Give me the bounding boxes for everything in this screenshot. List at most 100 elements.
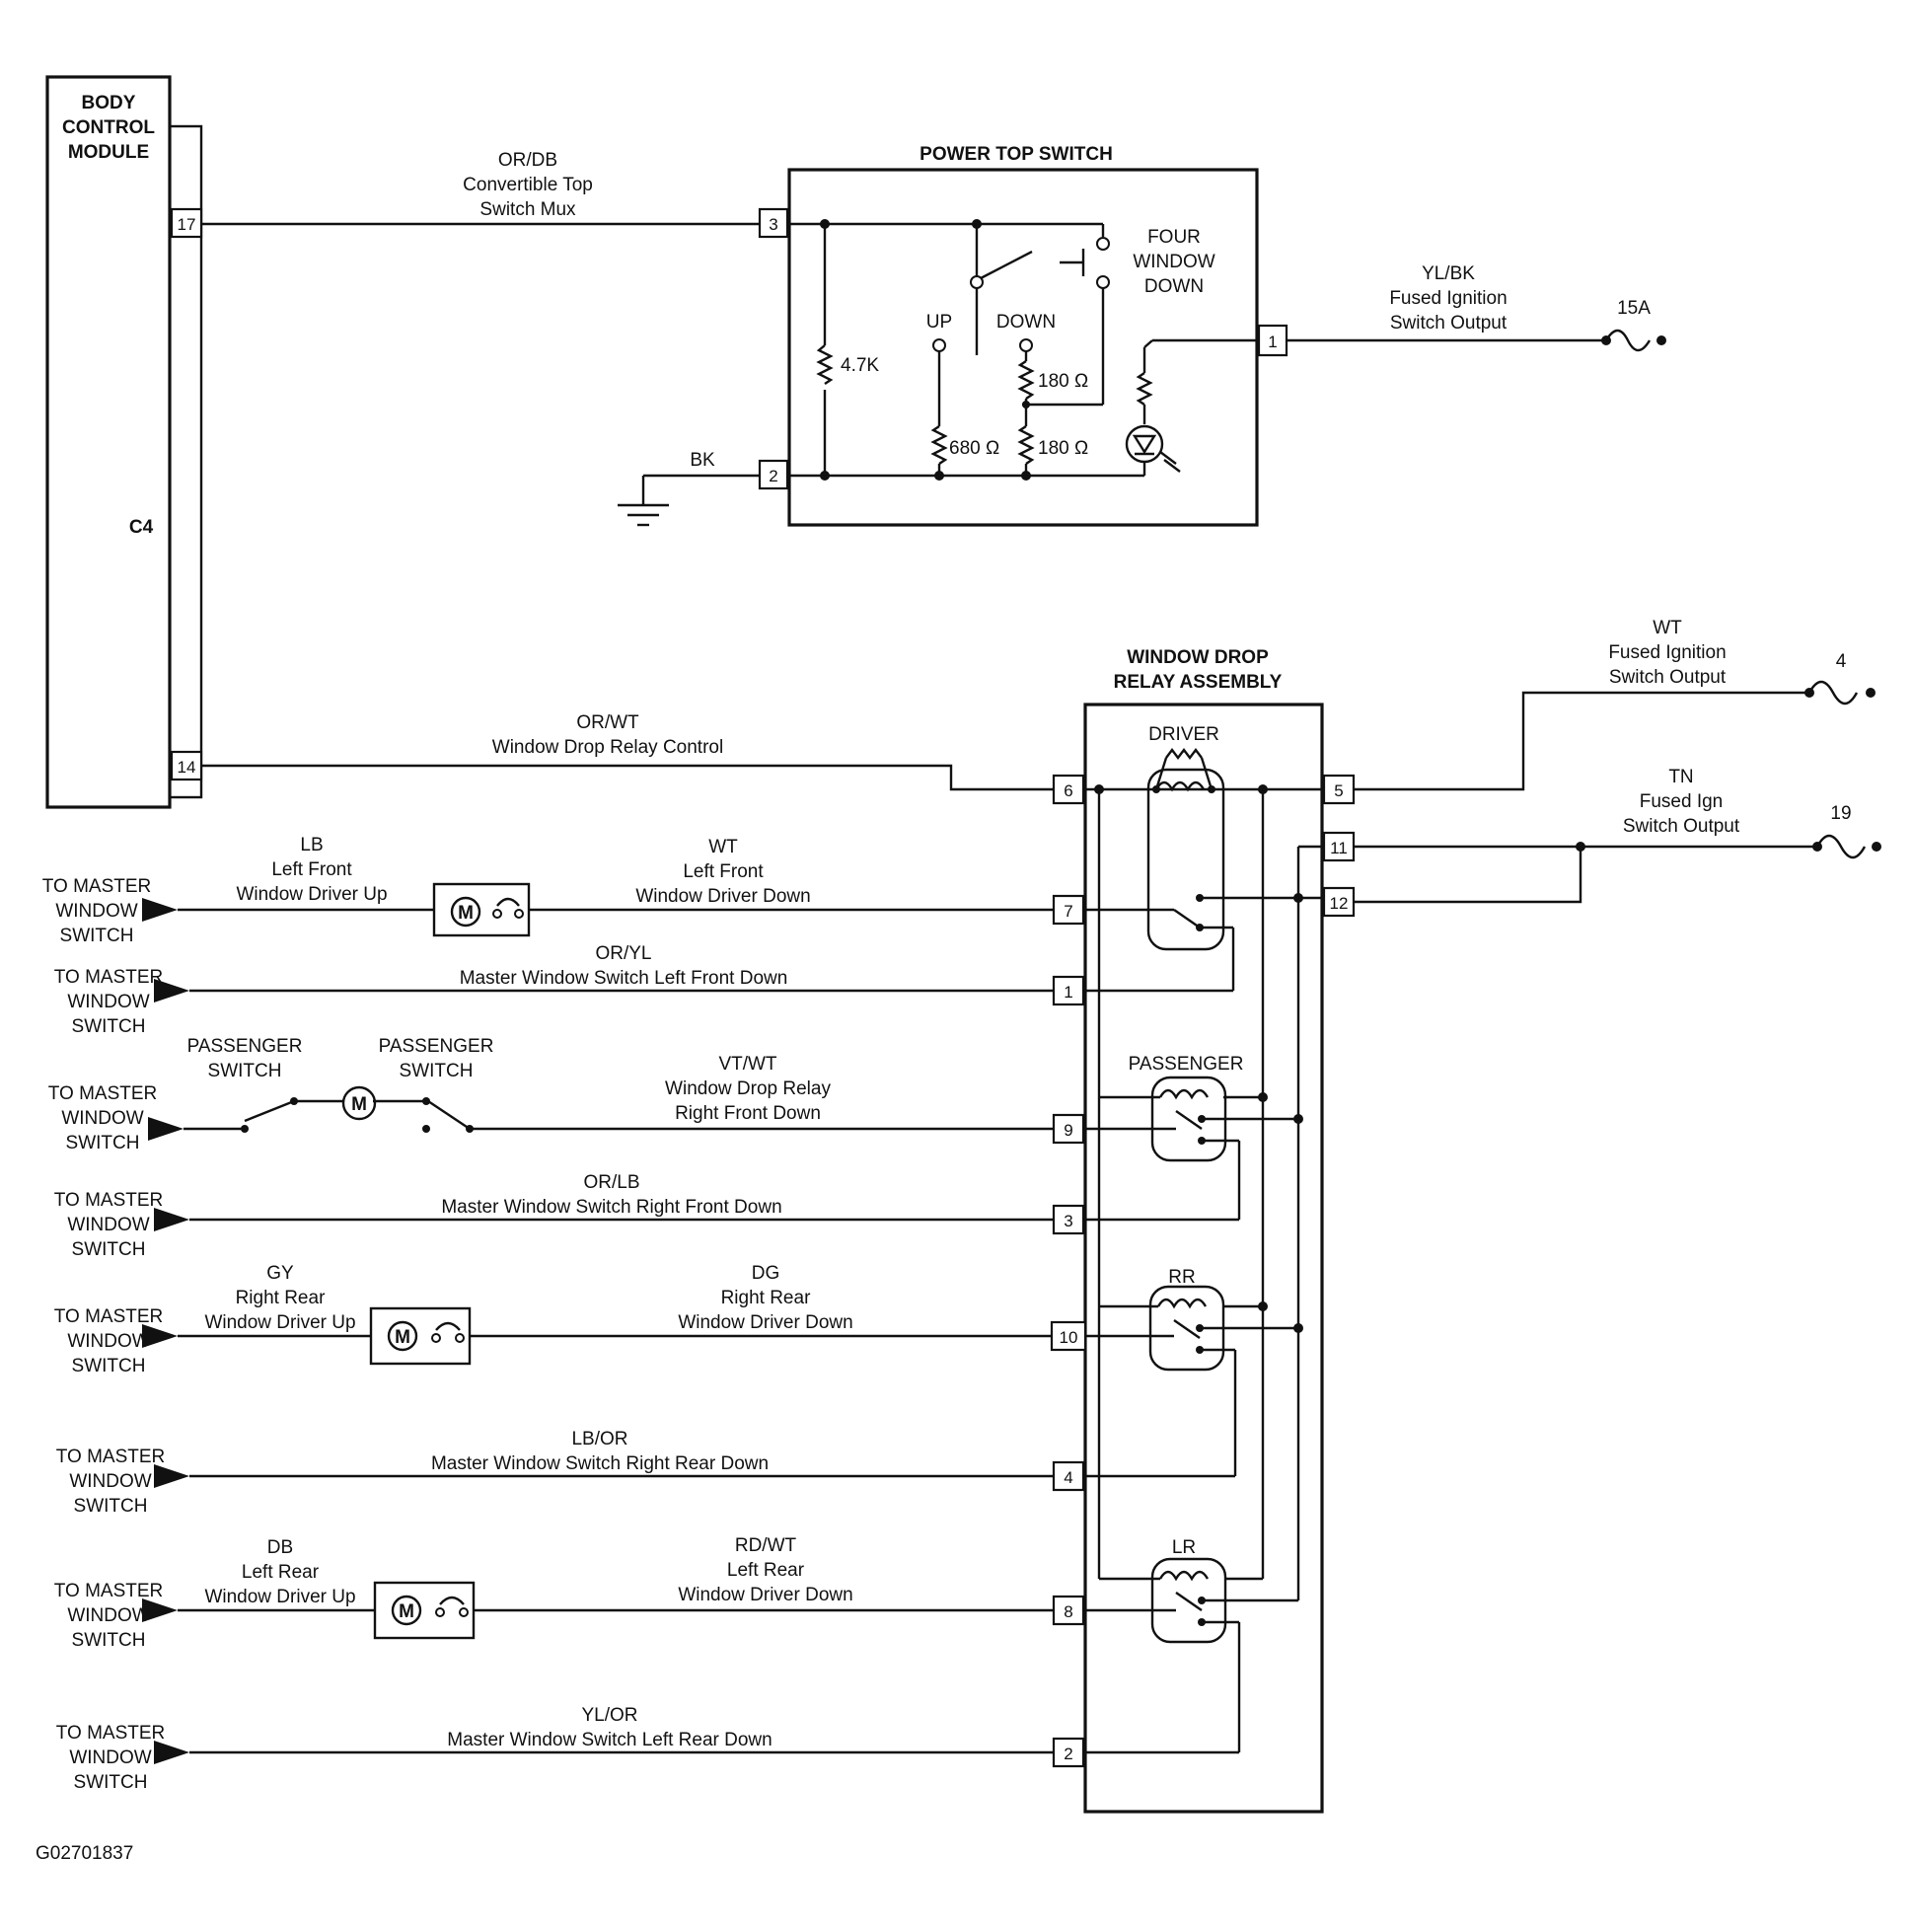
passenger-switch-b-2: SWITCH (400, 1061, 474, 1081)
master-2-line-1: TO MASTER (54, 967, 164, 988)
master-3-line-3: SWITCH (66, 1133, 140, 1153)
window-drop-relay-assembly: WINDOW DROP RELAY ASSEMBLY DRIVER PASSEN… (1050, 647, 1356, 1814)
orlb-color: OR/LB (583, 1172, 639, 1193)
relay-pin-2: 2 (1064, 1745, 1072, 1763)
db-desc-2: Window Driver Up (204, 1587, 355, 1607)
rdwt-color: RD/WT (735, 1535, 797, 1556)
master-7-line-2: WINDOW (67, 1605, 149, 1626)
rdwt-desc-2: Window Driver Down (678, 1585, 852, 1605)
row-left-rear-motor: M DB Left Rear Window Driver Up RD/WT Le… (142, 1535, 1054, 1640)
relay-pin-10: 10 (1060, 1328, 1078, 1347)
res-180b-label: 180 Ω (1038, 438, 1088, 459)
gy-desc-2: Window Driver Up (204, 1312, 355, 1333)
gy-desc-1: Right Rear (236, 1288, 326, 1308)
lf-motor-m: M (458, 903, 474, 924)
row-right-rear-motor: M GY Right Rear Window Driver Up DG Righ… (142, 1263, 1052, 1366)
orwt-color: OR/WT (576, 712, 639, 733)
master-1-line-3: SWITCH (60, 926, 134, 946)
rr-motor-m: M (395, 1327, 410, 1348)
four-window-line-3: DOWN (1144, 276, 1204, 297)
relay-passenger-label: PASSENGER (1129, 1054, 1244, 1075)
lf-motor-icon (450, 896, 481, 928)
db-desc-1: Left Rear (242, 1562, 320, 1583)
lb-color: LB (300, 835, 323, 855)
wire-ylbk: YL/BK Fused Ignition Switch Output 15A (1287, 263, 1666, 352)
master-6-line-3: SWITCH (74, 1496, 148, 1517)
dg-color: DG (752, 1263, 780, 1284)
pts-down-label: DOWN (996, 312, 1056, 333)
relay-driver-label: DRIVER (1148, 724, 1219, 745)
fuse-4-icon (1807, 680, 1859, 706)
lb-desc-2: Window Driver Up (236, 884, 387, 905)
master-1-line-1: TO MASTER (42, 876, 152, 897)
bcm-title-line-2: CONTROL (62, 117, 155, 138)
orlb-desc: Master Window Switch Right Front Down (441, 1197, 781, 1218)
wt-desc-1: Fused Ignition (1608, 642, 1726, 663)
rdwt-desc-1: Left Rear (727, 1560, 805, 1581)
bcm-pin-17: 17 (178, 215, 196, 234)
body-control-module: BODY CONTROL MODULE C4 17 14 (45, 75, 203, 809)
vtwt-desc-1: Window Drop Relay (665, 1078, 831, 1099)
relay-pin-6: 6 (1064, 781, 1072, 800)
passenger-switch-a-2: SWITCH (208, 1061, 282, 1081)
wt-lf-desc-2: Window Driver Down (635, 886, 810, 907)
fuse-4-label: 4 (1836, 651, 1847, 672)
wire-orwt: OR/WT Window Drop Relay Control (201, 712, 1054, 791)
vtwt-desc-2: Right Front Down (675, 1103, 821, 1124)
wt-color: WT (1653, 618, 1682, 638)
lf-motor-box (432, 882, 531, 937)
ylbk-desc-2: Switch Output (1390, 313, 1508, 334)
relay-pin-1: 1 (1064, 983, 1072, 1002)
master-4-line-2: WINDOW (67, 1215, 149, 1235)
master-8-line-2: WINDOW (69, 1747, 151, 1768)
power-top-switch-title: POWER TOP SWITCH (920, 144, 1113, 165)
row-lbor: LB/OR Master Window Switch Right Rear Do… (154, 1429, 1054, 1488)
passenger-switch-b-1: PASSENGER (379, 1036, 494, 1057)
relay-pin-3: 3 (1064, 1212, 1072, 1230)
ylbk-color: YL/BK (1422, 263, 1475, 284)
fuse-15a-icon (1604, 329, 1652, 352)
power-top-switch: POWER TOP SWITCH 3 2 1 4.7K UP (758, 144, 1288, 527)
rr-motor-box (369, 1306, 472, 1366)
wire-wt-fused: WT Fused Ignition Switch Output 4 (1354, 618, 1876, 791)
bcm-title-line-1: BODY (82, 93, 136, 113)
tn-color: TN (1668, 767, 1693, 787)
tn-desc-2: Switch Output (1623, 816, 1740, 837)
four-window-line-1: FOUR (1147, 227, 1201, 248)
four-window-line-2: WINDOW (1133, 252, 1214, 272)
master-5-line-2: WINDOW (67, 1331, 149, 1352)
master-7-line-3: SWITCH (72, 1630, 146, 1651)
master-7-line-1: TO MASTER (54, 1581, 164, 1601)
master-8-line-1: TO MASTER (56, 1723, 166, 1744)
res-180a-label: 180 Ω (1038, 371, 1088, 392)
relay-assembly-title-2: RELAY ASSEMBLY (1114, 672, 1283, 693)
row-passenger-switch: M PASSENGER SWITCH PASSENGER SWITCH VT/W… (148, 1036, 1054, 1141)
bk-label: BK (690, 450, 715, 471)
vtwt-color: VT/WT (718, 1054, 776, 1075)
row-ylor: YL/OR Master Window Switch Left Rear Dow… (154, 1705, 1054, 1764)
master-6-line-1: TO MASTER (56, 1447, 166, 1467)
dg-desc-2: Window Driver Down (678, 1312, 852, 1333)
bcm-connector-label: C4 (129, 517, 154, 538)
relay-rr-label: RR (1168, 1267, 1195, 1288)
tn-desc-1: Fused Ign (1640, 791, 1724, 812)
figure-id: G02701837 (36, 1843, 133, 1864)
gy-color: GY (266, 1263, 294, 1284)
master-5-line-3: SWITCH (72, 1356, 146, 1376)
ordb-desc-1: Convertible Top (463, 175, 593, 195)
relay-pin-5: 5 (1334, 781, 1343, 800)
oryl-color: OR/YL (595, 943, 651, 964)
master-4-line-1: TO MASTER (54, 1190, 164, 1211)
master-3-line-2: WINDOW (61, 1108, 143, 1129)
master-3-line-1: TO MASTER (48, 1083, 158, 1104)
lr-motor-icon (391, 1595, 422, 1626)
relay-pin-4: 4 (1064, 1468, 1072, 1487)
bcm-pin-14: 14 (178, 758, 196, 777)
master-2-line-2: WINDOW (67, 992, 149, 1012)
pts-pin-3: 3 (769, 215, 777, 234)
lb-desc-1: Left Front (271, 859, 352, 880)
orwt-desc: Window Drop Relay Control (492, 737, 723, 758)
res-680-label: 680 Ω (949, 438, 999, 459)
wt-lf-color: WT (708, 837, 738, 857)
lbor-desc: Master Window Switch Right Rear Down (431, 1453, 769, 1474)
